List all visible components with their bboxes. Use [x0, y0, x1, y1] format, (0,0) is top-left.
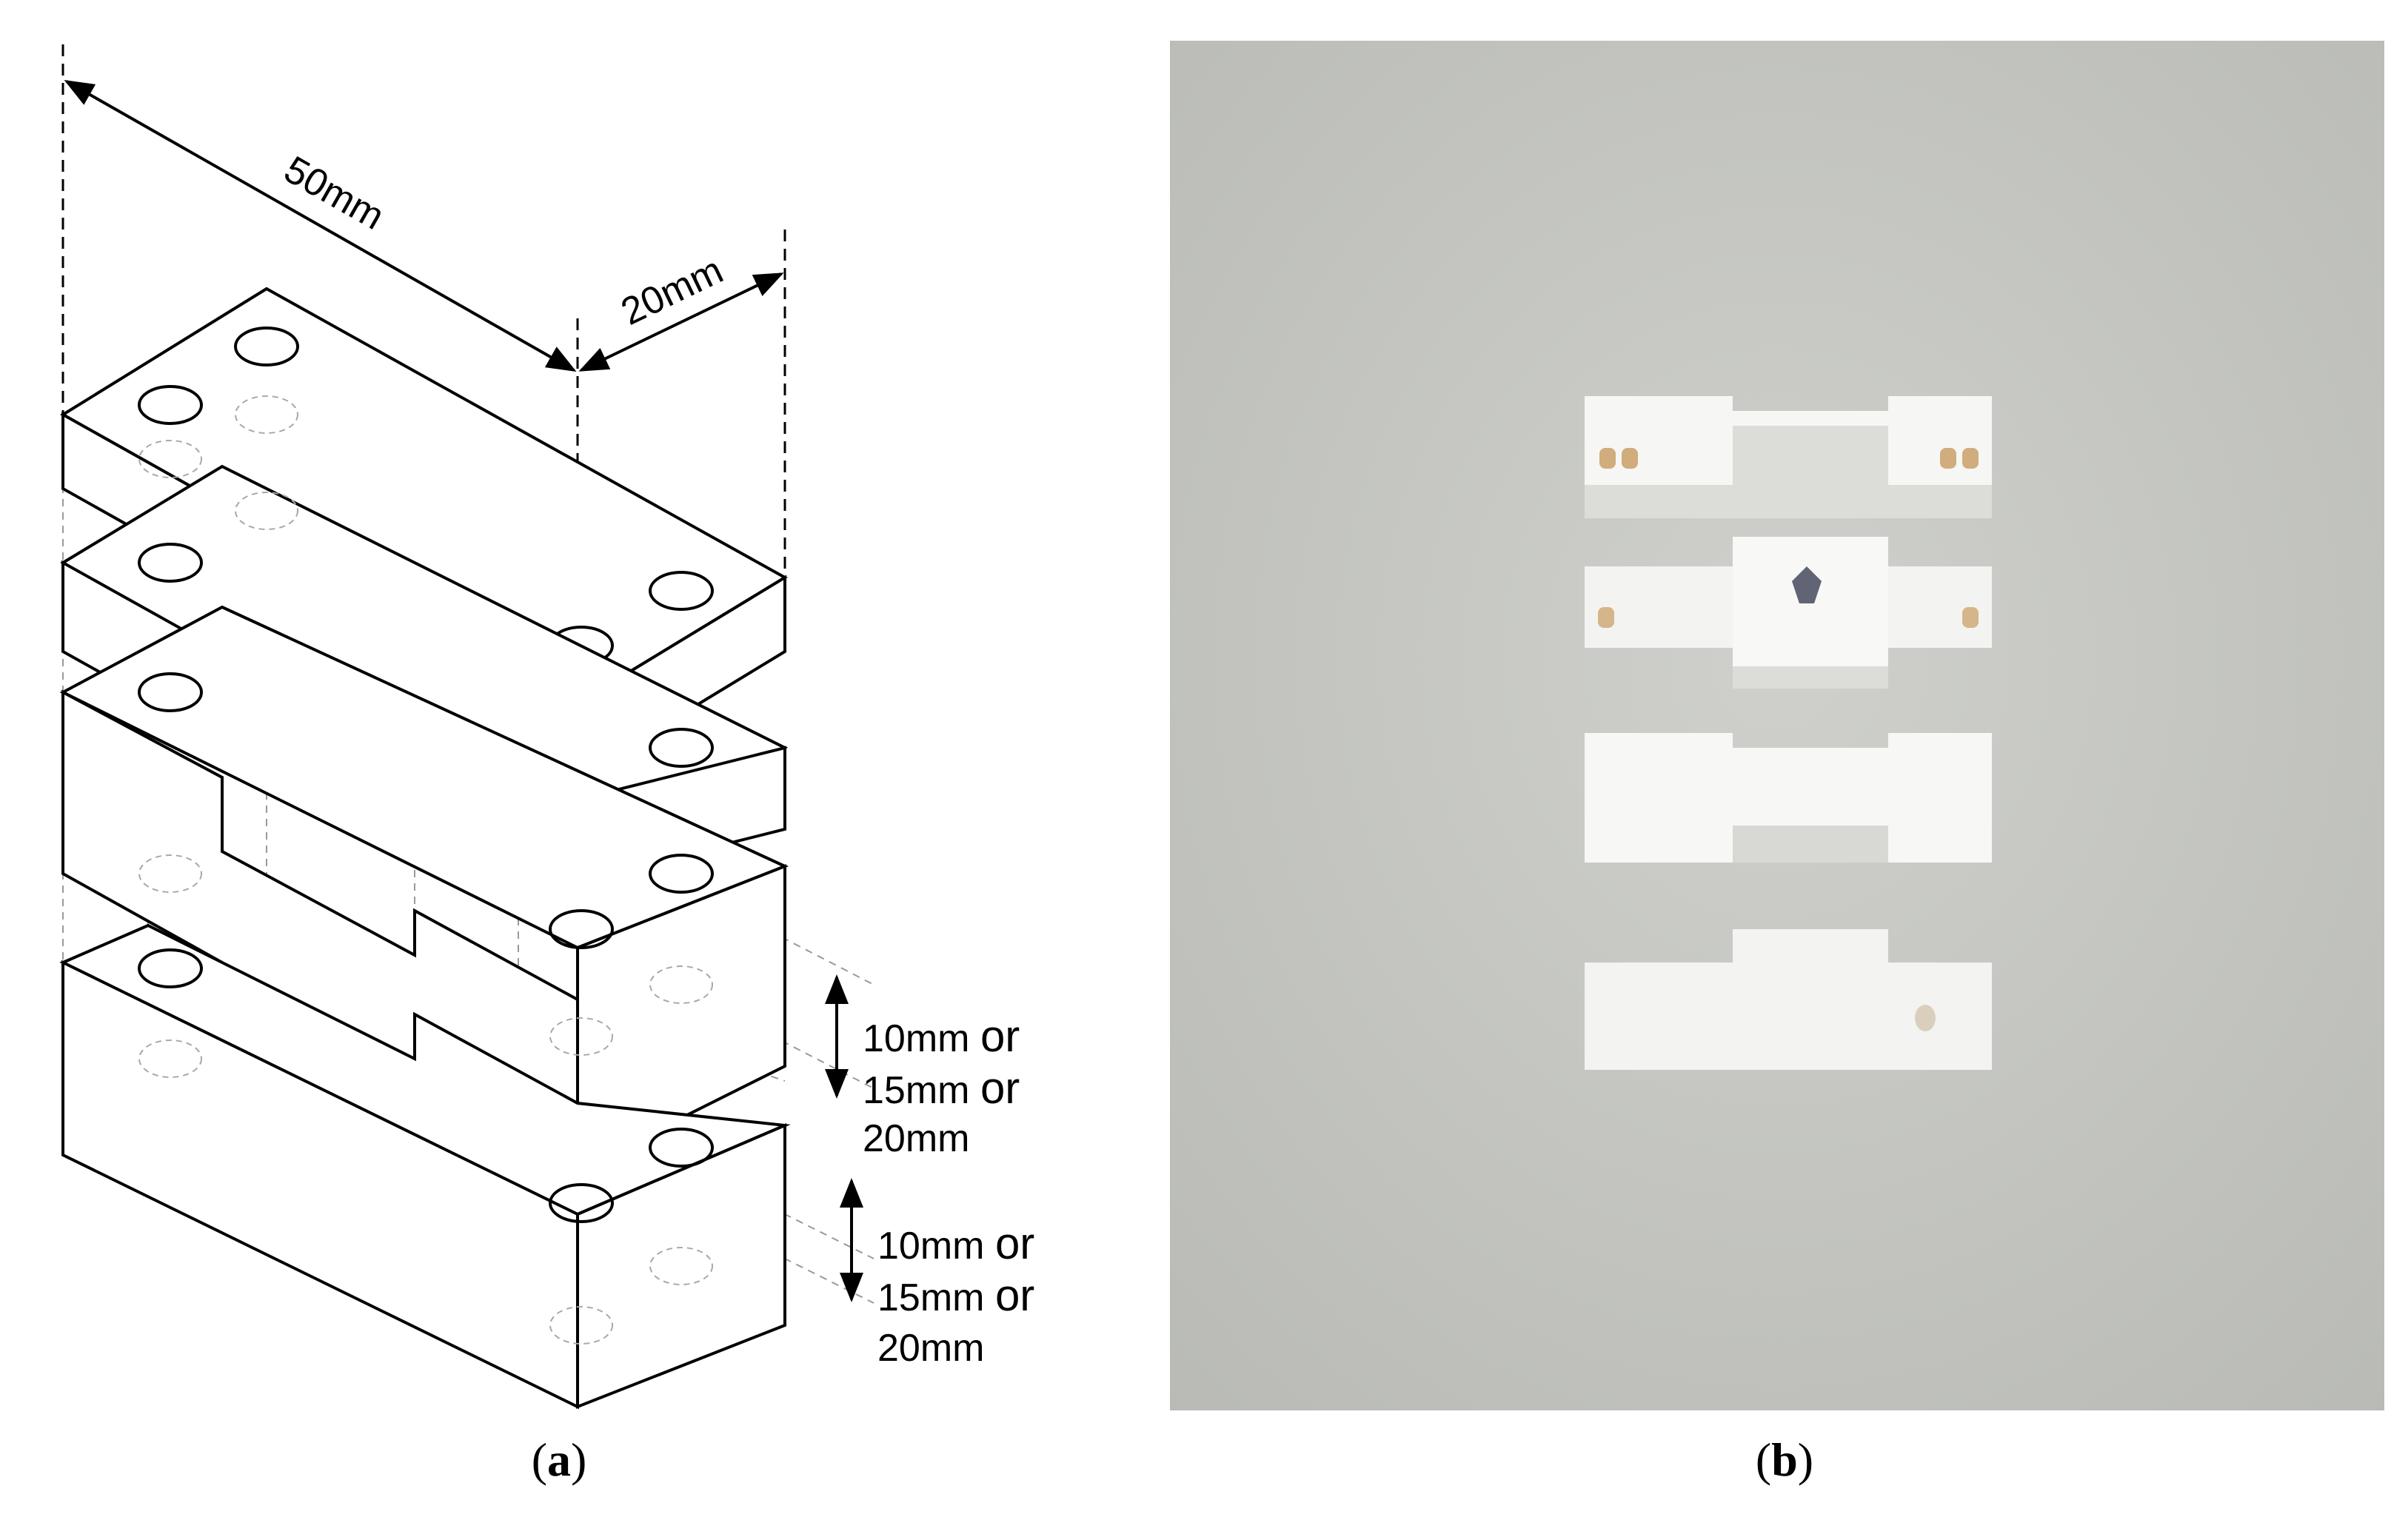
printed-part-3 — [1585, 733, 1992, 863]
height-1-line2: 15mm or — [863, 1063, 1020, 1113]
dim-width-label: 20mm — [615, 249, 729, 334]
height-dimension-1: 10mm or 15mm or 20mm — [825, 974, 1020, 1160]
height-2-line2: 15mm or — [877, 1270, 1034, 1320]
photo-background — [1170, 41, 2384, 1410]
dimension-20mm: 20mm — [578, 249, 784, 372]
caption-b: (b) — [1755, 1433, 1814, 1486]
printed-part-1 — [1585, 396, 1992, 518]
hidden-holes — [138, 395, 713, 1345]
printed-part-2 — [1585, 537, 1992, 689]
height-1-line1: 10mm or — [863, 1011, 1020, 1061]
parts-photo — [1170, 41, 2384, 1410]
dim-length-label: 50mm — [277, 148, 391, 238]
photo-panel — [1170, 41, 2384, 1410]
caption-a: (a) — [531, 1433, 587, 1486]
block-bottom — [59, 923, 791, 1410]
exploded-drawing: 50mm 20mm — [59, 44, 1034, 1410]
height-2-line1: 10mm or — [877, 1219, 1034, 1268]
height-1-line3: 20mm — [863, 1117, 969, 1160]
height-2-line3: 20mm — [877, 1327, 984, 1370]
printed-part-4 — [1585, 929, 1992, 1070]
height-dimension-2: 10mm or 15mm or 20mm — [840, 1178, 1034, 1370]
exploded-drawing-panel: 50mm 20mm — [0, 0, 1155, 1516]
